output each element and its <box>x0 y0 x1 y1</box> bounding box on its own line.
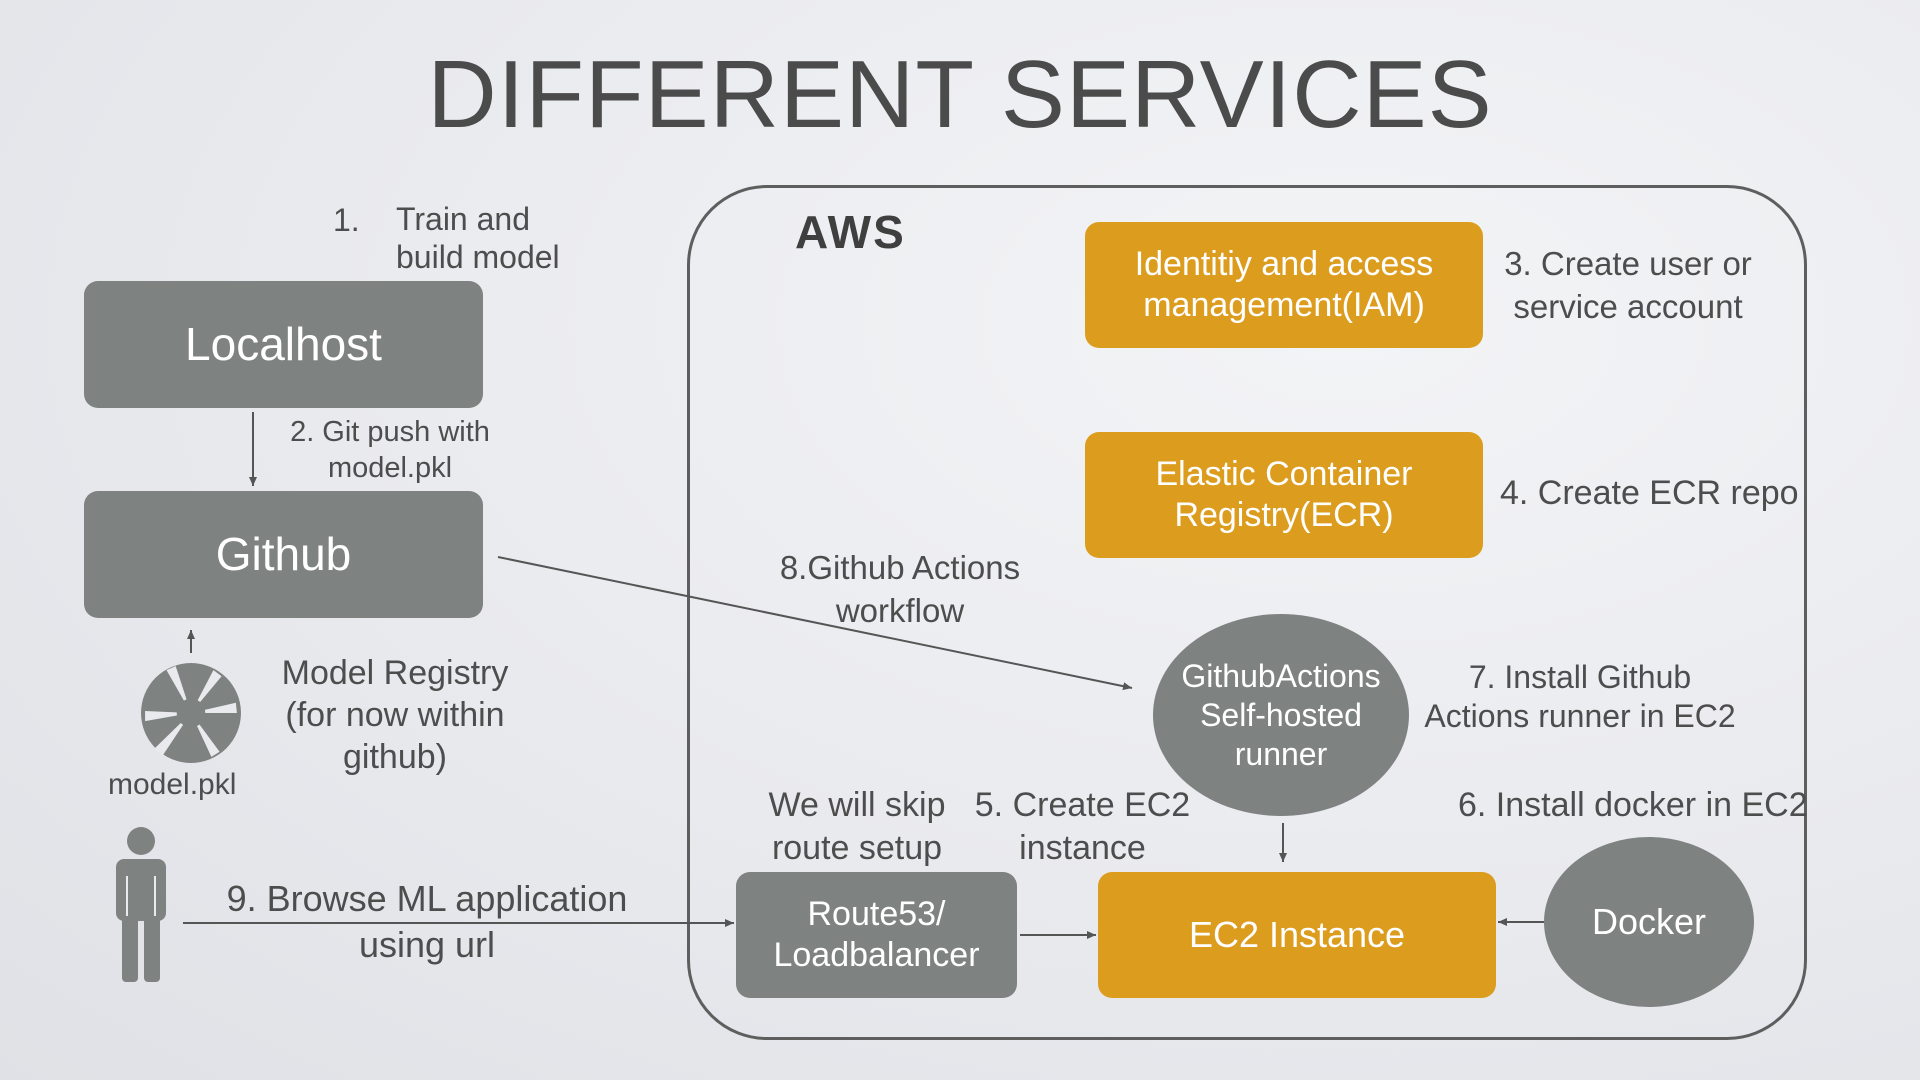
localhost-box: Localhost <box>84 281 483 408</box>
iam-box: Identitiy and access management(IAM) <box>1085 222 1483 348</box>
step-2-label: 2. Git push with model.pkl <box>290 416 490 484</box>
arrow-github-runner <box>497 556 1133 691</box>
person-icon <box>110 826 172 986</box>
step-1-number: 1. <box>333 202 360 238</box>
aws-label: AWS <box>795 206 906 258</box>
runner-node: GithubActions Self-hosted runner <box>1153 614 1409 816</box>
step-7-label: 7. Install Github Actions runner in EC2 <box>1424 659 1736 734</box>
github-box: Github <box>84 491 483 618</box>
ecr-box: Elastic Container Registry(ECR) <box>1085 432 1483 558</box>
step-9-label: 9. Browse ML application using url <box>226 878 628 965</box>
step-8-label: 8.Github Actions workflow <box>779 549 1021 629</box>
model-registry-label: Model Registry (for now within github) <box>281 654 509 776</box>
ec2-box: EC2 Instance <box>1098 872 1496 998</box>
step-4-label: 4. Create ECR repo <box>1500 474 1799 512</box>
step-1-label: Train and build model <box>396 201 560 275</box>
docker-node: Docker <box>1544 837 1754 1007</box>
step-5-label: 5. Create EC2 instance <box>974 786 1191 867</box>
step-6-label: 6. Install docker in EC2 <box>1458 786 1808 824</box>
page-title: DIFFERENT SERVICES <box>427 41 1493 148</box>
skip-route-label: We will skip route setup <box>768 786 946 867</box>
step-3-label: 3. Create user or service account <box>1504 245 1752 325</box>
aws-boundary <box>687 185 1807 1040</box>
model-file-label: model.pkl <box>108 768 237 801</box>
aperture-icon <box>140 662 242 764</box>
route53-box: Route53/ Loadbalancer <box>736 872 1017 998</box>
